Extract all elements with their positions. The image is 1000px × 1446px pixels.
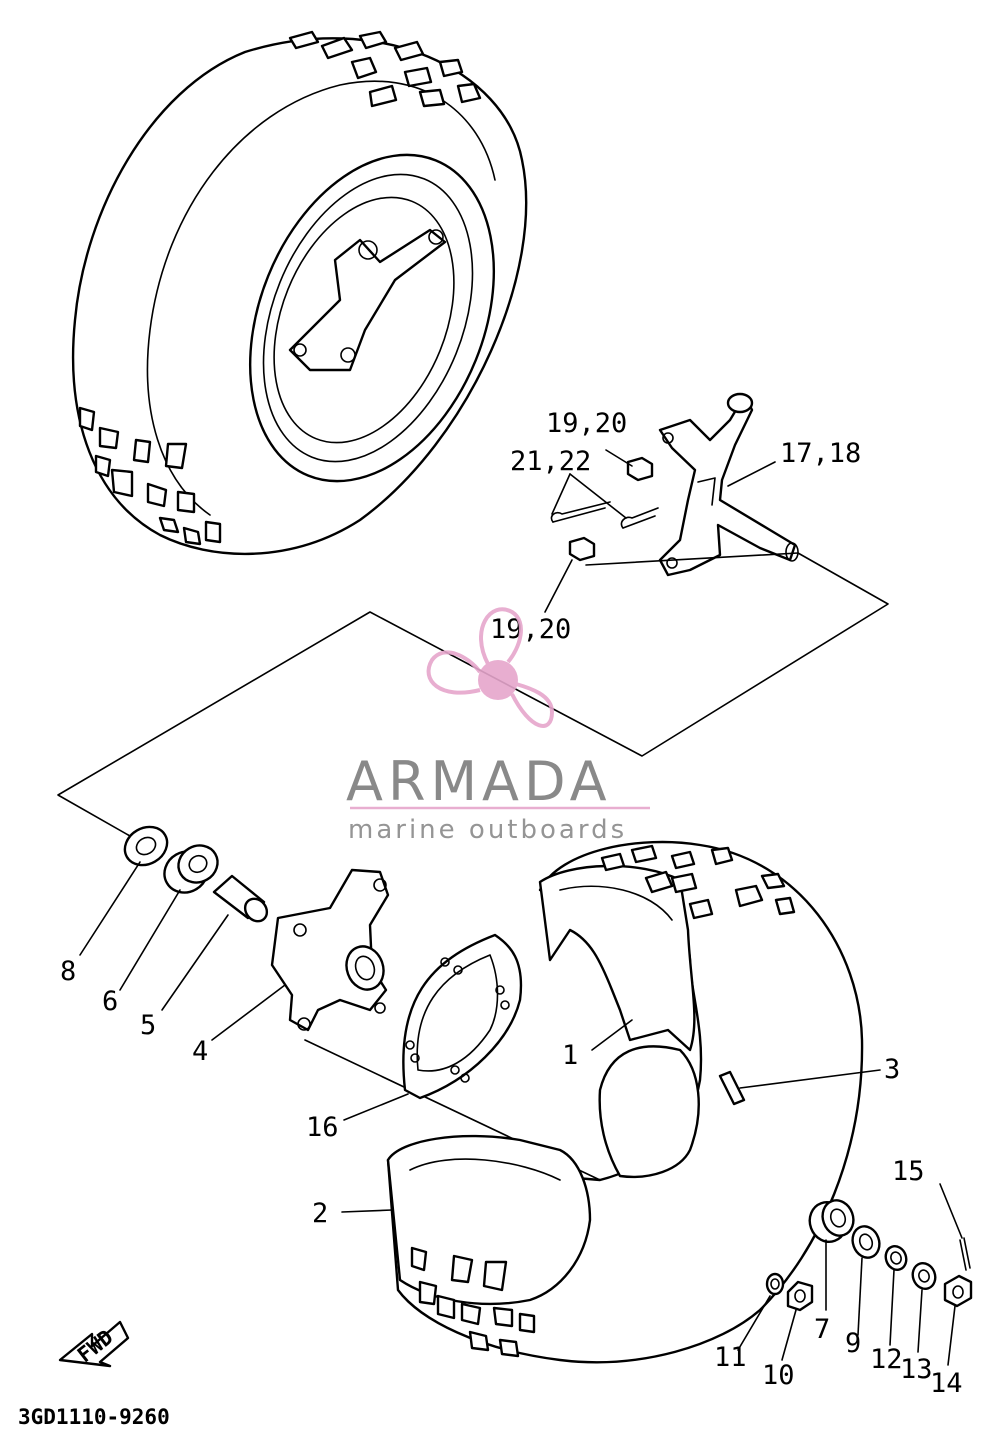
lower-tire-tread bbox=[410, 844, 796, 1358]
rim-half-1-inner bbox=[538, 864, 696, 1052]
collar-12 bbox=[884, 1245, 908, 1271]
top-wheel-assembly bbox=[71, 30, 528, 556]
callout-10: 10 bbox=[762, 1360, 795, 1391]
callout-labels: 1 2 3 4 5 6 7 8 9 10 11 12 13 14 15 16 1… bbox=[60, 408, 963, 1399]
top-tire-outer bbox=[71, 37, 528, 556]
washer-13 bbox=[911, 1262, 937, 1290]
spacer-5 bbox=[212, 874, 269, 923]
rim-half-2 bbox=[386, 1134, 592, 1306]
callout-1: 1 bbox=[562, 1040, 578, 1071]
leader-lines bbox=[79, 449, 963, 1366]
brand-watermark: ARMADA marine outboards bbox=[346, 607, 650, 845]
seal-9 bbox=[851, 1225, 881, 1259]
callout-9: 9 bbox=[845, 1328, 861, 1359]
callout-6: 6 bbox=[102, 986, 118, 1017]
callout-12: 12 bbox=[870, 1344, 903, 1375]
castle-nuts bbox=[568, 456, 654, 562]
brake-disc-16 bbox=[402, 933, 523, 1100]
lower-wheel bbox=[386, 840, 864, 1364]
callout-2: 2 bbox=[312, 1198, 328, 1229]
steering-knuckle bbox=[658, 392, 799, 577]
top-rim-inner bbox=[262, 173, 474, 463]
brand-tagline: marine outboards bbox=[348, 815, 627, 845]
nut-10 bbox=[786, 1280, 814, 1312]
washer-11 bbox=[765, 1272, 785, 1296]
callout-8: 8 bbox=[60, 956, 76, 987]
callout-3: 3 bbox=[884, 1054, 900, 1085]
callout-7: 7 bbox=[814, 1314, 830, 1345]
hub-4 bbox=[270, 868, 390, 1032]
callout-5: 5 bbox=[140, 1010, 156, 1041]
top-rim-well bbox=[273, 196, 455, 444]
top-hub-bracket bbox=[288, 228, 447, 372]
bearing-6 bbox=[163, 844, 219, 894]
valve-3 bbox=[718, 1070, 746, 1106]
cotter-pins bbox=[550, 501, 659, 529]
oil-seal-8 bbox=[123, 825, 169, 867]
brand-name: ARMADA bbox=[346, 750, 612, 813]
fwd-arrow: FWD bbox=[58, 1320, 130, 1367]
top-tire-tread bbox=[78, 30, 482, 546]
diagram-code: 3GD1110-9260 bbox=[18, 1405, 170, 1429]
callout-19-20-lower: 19,20 bbox=[490, 614, 571, 645]
callout-14: 14 bbox=[930, 1368, 963, 1399]
callout-4: 4 bbox=[192, 1036, 208, 1067]
callout-21-22: 21,22 bbox=[510, 446, 591, 477]
callout-17-18: 17,18 bbox=[780, 438, 861, 469]
top-rim-outer bbox=[248, 153, 496, 483]
callout-11: 11 bbox=[714, 1342, 747, 1373]
cotter-pin-15 bbox=[959, 1237, 971, 1271]
propeller-logo-icon bbox=[426, 607, 555, 728]
callout-19-20-upper: 19,20 bbox=[546, 408, 627, 439]
axle-nut-14 bbox=[943, 1274, 973, 1308]
callout-13: 13 bbox=[900, 1354, 933, 1385]
callout-16: 16 bbox=[306, 1112, 339, 1143]
callout-15: 15 bbox=[892, 1156, 925, 1187]
bearing-7 bbox=[808, 1199, 855, 1243]
